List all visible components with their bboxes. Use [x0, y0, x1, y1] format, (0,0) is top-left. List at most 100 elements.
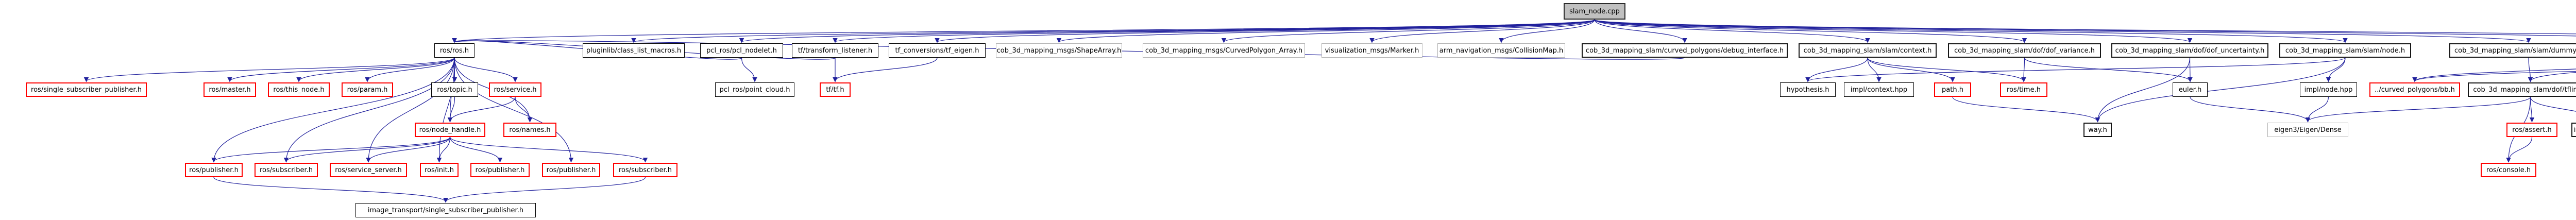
graph-node[interactable]: ros/master.h	[204, 82, 256, 97]
graph-node[interactable]: ros/single_subscriber_publisher.h	[26, 82, 147, 97]
graph-node[interactable]: tf_conversions/tf_eigen.h	[889, 43, 986, 58]
include-edge	[1369, 19, 1595, 43]
include-edge	[211, 57, 455, 163]
graph-node[interactable]: cob_3d_mapping_slam/slam/dummy/robot.h	[2449, 43, 2576, 58]
include-edge	[447, 96, 516, 123]
graph-node[interactable]: impl/tflink.hpp	[2571, 123, 2576, 137]
graph-node[interactable]: pcl_ros/pcl_nodelet.h	[700, 43, 783, 58]
graph-node[interactable]: cob_3d_mapping_slam/curved_polygons/debu…	[1582, 43, 1788, 58]
graph-node[interactable]: cob_3d_mapping_msgs/CurvedPolygon_Array.…	[1143, 43, 1305, 58]
graph-node[interactable]: tf/tf.h	[820, 82, 851, 97]
graph-node[interactable]: cob_3d_mapping_slam/dof/dof_uncertainty.…	[2111, 43, 2268, 58]
graph-node[interactable]: path.h	[1934, 82, 1971, 97]
include-edge	[1952, 96, 2100, 123]
include-edge	[2305, 96, 2531, 123]
graph-node[interactable]: ros/ros.h	[434, 43, 474, 58]
graph-node[interactable]: ros/subscriber.h	[613, 163, 677, 177]
graph-node[interactable]: ros/init.h	[420, 163, 459, 177]
include-edge	[935, 19, 1595, 43]
include-edge	[454, 57, 518, 82]
graph-node[interactable]: hypothesis.h	[1780, 82, 1836, 97]
include-edge	[366, 57, 455, 163]
graph-node[interactable]: way.h	[2083, 123, 2112, 137]
graph-node[interactable]: pluginlib/class_list_macros.h	[583, 43, 685, 58]
include-edge	[365, 57, 455, 82]
graph-node[interactable]: ros/assert.h	[2506, 123, 2557, 137]
include-edge	[1221, 19, 1595, 43]
include-edge	[1805, 57, 1868, 82]
graph-node[interactable]: eigen3/Eigen/Dense	[2267, 123, 2348, 137]
graph-node[interactable]: image_transport/single_subscriber_publis…	[355, 203, 536, 217]
graph-node[interactable]: ros/names.h	[503, 123, 556, 137]
graph-node[interactable]: arm_navigation_msgs/CollisionMap.h	[1437, 43, 1565, 58]
include-edge	[454, 57, 574, 163]
include-edge	[2326, 57, 2346, 82]
include-edge	[436, 137, 451, 163]
graph-node[interactable]: ros/console.h	[2481, 163, 2536, 177]
graph-node[interactable]: ros/publisher.h	[470, 163, 530, 177]
include-edge	[2506, 137, 2533, 163]
include-edge	[1594, 19, 1687, 43]
graph-root-node[interactable]: slam_node.cpp	[1564, 3, 1625, 20]
include-edge	[833, 57, 938, 82]
include-edge	[1499, 19, 1595, 43]
include-edge	[227, 57, 455, 82]
include-edge	[2412, 71, 2576, 82]
include-edge	[2188, 57, 2193, 82]
include-edge	[515, 96, 533, 123]
include-edge	[283, 137, 451, 163]
include-edge	[1867, 57, 2026, 82]
include-edge	[2095, 57, 2191, 123]
graph-node[interactable]: cob_3d_mapping_slam/slam/context.h	[1799, 43, 1937, 58]
include-edge	[2528, 57, 2533, 82]
include-edge	[296, 57, 455, 82]
include-edge	[443, 177, 646, 203]
include-edge	[739, 19, 1595, 43]
graph-node[interactable]: ros/publisher.h	[542, 163, 600, 177]
include-edge	[2528, 72, 2576, 82]
include-edge	[1805, 57, 2346, 82]
graph-node[interactable]: ros/node_handle.h	[415, 123, 485, 137]
include-edge	[2024, 57, 2193, 82]
include-edge	[1057, 19, 1595, 43]
graph-node[interactable]: ros/this_node.h	[268, 82, 330, 97]
graph-node[interactable]: pcl_ros/point_cloud.h	[715, 82, 794, 97]
graph-node[interactable]: visualization_msgs/Marker.h	[1321, 43, 1422, 58]
include-edge	[449, 137, 648, 163]
graph-node[interactable]: cob_3d_mapping_slam/dof/dof_variance.h	[1948, 43, 2101, 58]
include-edge	[436, 57, 455, 163]
graph-node[interactable]: impl/context.hpp	[1844, 82, 1914, 97]
include-edge	[2021, 57, 2026, 82]
graph-node[interactable]: impl/node.hpp	[2300, 82, 2357, 97]
include-edge	[741, 57, 757, 82]
include-edge	[213, 177, 448, 203]
include-edge	[1594, 19, 1870, 43]
include-edge	[1594, 19, 2348, 43]
include-edge	[2190, 96, 2311, 123]
graph-node[interactable]: ../curved_polygons/bb.h	[2369, 82, 2460, 97]
include-edge	[2412, 69, 2576, 82]
graph-node[interactable]: ros/subscriber.h	[255, 163, 318, 177]
include-edge	[2095, 57, 2346, 123]
include-edge	[449, 137, 503, 163]
include-edge	[211, 137, 451, 163]
include-edge	[1594, 19, 2027, 43]
include-edge	[1867, 57, 1882, 82]
graph-node[interactable]: ros/topic.h	[431, 82, 478, 97]
graph-node[interactable]: ros/time.h	[2000, 82, 2047, 97]
include-edge	[1594, 19, 2576, 35]
graph-node[interactable]: euler.h	[2173, 82, 2208, 97]
graph-node[interactable]: ros/service_server.h	[330, 163, 407, 177]
graph-node[interactable]: tf/transform_listener.h	[792, 43, 878, 58]
include-edge	[833, 19, 1595, 43]
graph-node[interactable]: ros/param.h	[342, 82, 393, 97]
graph-node[interactable]: cob_3d_mapping_slam/dof/tflink.h	[2468, 82, 2576, 97]
graph-node[interactable]: cob_3d_mapping_slam/slam/node.h	[2279, 43, 2411, 58]
graph-node[interactable]: ros/publisher.h	[185, 163, 243, 177]
graph-node[interactable]: ros/service.h	[489, 82, 541, 97]
graph-node[interactable]: cob_3d_mapping_msgs/ShapeArray.h	[996, 43, 1122, 58]
include-edge	[2530, 96, 2576, 112]
include-edge	[366, 137, 451, 163]
